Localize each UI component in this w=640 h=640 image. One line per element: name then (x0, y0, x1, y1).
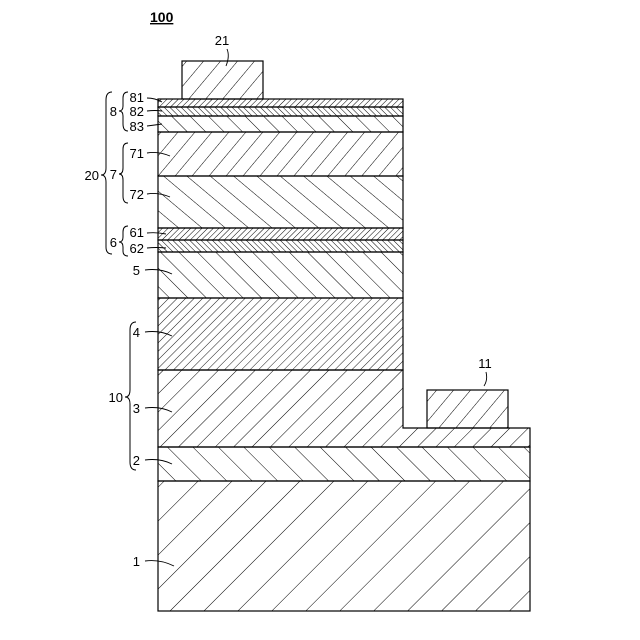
layer-83 (158, 116, 403, 132)
brace-8 (119, 92, 128, 131)
brace-6 (119, 226, 128, 256)
brace-10 (125, 322, 136, 470)
label-3: 3 (133, 401, 140, 416)
figure-label: 100 (150, 9, 174, 25)
label-1: 1 (133, 554, 140, 569)
layer-5 (158, 252, 403, 298)
group-label-7: 7 (110, 167, 117, 182)
brace-7 (119, 143, 128, 203)
layer-72 (158, 176, 403, 228)
label-81: 81 (130, 90, 144, 105)
group-label-20: 20 (85, 168, 99, 183)
layer-62 (158, 240, 403, 252)
label-71: 71 (130, 146, 144, 161)
label-82: 82 (130, 104, 144, 119)
electrode-11 (427, 390, 508, 428)
group-label-10: 10 (109, 390, 123, 405)
label-21: 21 (215, 33, 229, 48)
label-4: 4 (133, 325, 140, 340)
layer-61 (158, 228, 403, 240)
label-61: 61 (130, 225, 144, 240)
layer-81 (158, 99, 403, 107)
label-72: 72 (130, 187, 144, 202)
label-11: 11 (478, 356, 492, 371)
leader-62 (147, 248, 166, 249)
layer-2 (158, 447, 530, 481)
leader-82 (147, 111, 162, 112)
label-5: 5 (133, 263, 140, 278)
label-2: 2 (133, 453, 140, 468)
leader-11 (484, 372, 487, 386)
layer-1-substrate (158, 481, 530, 611)
layer-71 (158, 132, 403, 176)
layer-82 (158, 107, 403, 116)
group-label-6: 6 (110, 235, 117, 250)
layer-4 (158, 298, 403, 370)
label-83: 83 (130, 119, 144, 134)
electrode-21 (182, 61, 263, 99)
group-label-8: 8 (110, 104, 117, 119)
label-62: 62 (130, 241, 144, 256)
